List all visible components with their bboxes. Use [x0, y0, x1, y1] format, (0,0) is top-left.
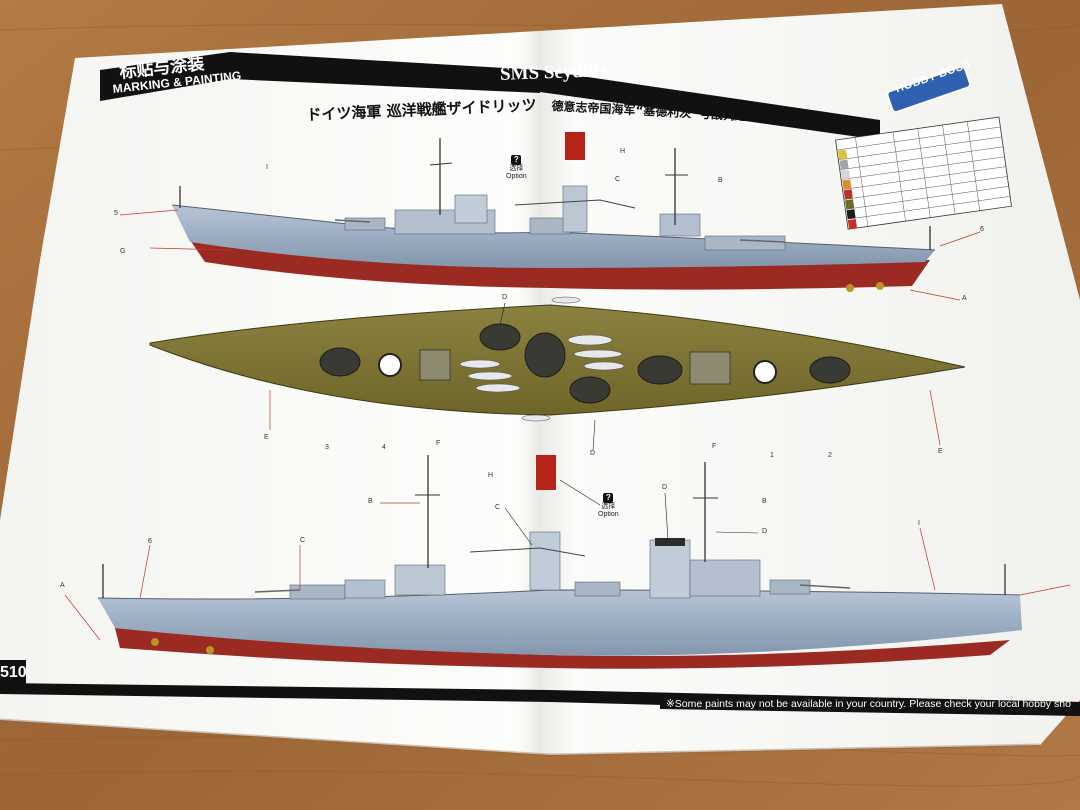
ship-name: SMS Seydlitz	[499, 60, 609, 85]
flag-bottom	[536, 455, 556, 490]
label-4: 4	[382, 444, 386, 451]
paint-swatches	[838, 149, 858, 230]
label-5: 5	[114, 210, 118, 217]
label-3: 3	[325, 444, 329, 451]
label-d-deck-bottom: D	[590, 450, 596, 457]
brand-logo	[886, 65, 971, 114]
option-callout-bottom: ? 选择 Option	[598, 493, 619, 518]
hull-red-top	[190, 240, 930, 290]
label-d: D	[662, 484, 668, 491]
paint-color-table	[835, 116, 1012, 230]
header-rule	[99, 76, 541, 101]
label-c-mid: C	[495, 504, 501, 511]
hull-grey-top	[172, 205, 935, 268]
kit-number: 510	[0, 664, 27, 681]
label-h-top: H	[620, 148, 626, 155]
paper-shadow-edge	[0, 718, 1041, 757]
hull-red-bottom	[115, 628, 1010, 669]
option-callout-top: ? 选择 Option	[506, 155, 527, 180]
label-a-top: A	[962, 295, 967, 302]
ship-profile-top	[171, 132, 936, 292]
label-b-right: B	[762, 498, 767, 505]
label-e-right: E	[938, 448, 943, 455]
label-6: 6	[148, 538, 152, 545]
hull-grey-bottom	[98, 590, 1022, 656]
paint-availability-note: ※Some paints may not be available in you…	[666, 698, 1071, 710]
label-b-top: B	[718, 177, 723, 184]
label-c-top: C	[615, 176, 621, 183]
ship-profile-bottom	[97, 455, 1022, 669]
label-1: 1	[770, 452, 774, 459]
question-icon: ?	[603, 493, 614, 503]
callout-dark-lines	[499, 302, 759, 546]
flag-top	[565, 132, 585, 160]
label-6-top: 6	[980, 226, 984, 233]
question-icon: ?	[511, 155, 522, 165]
label-h: H	[488, 472, 494, 479]
label-c: C	[300, 537, 306, 544]
header-band	[100, 52, 880, 140]
label-2: 2	[828, 452, 832, 459]
deck-funnels	[378, 353, 777, 384]
label-d-deck: D	[502, 294, 508, 301]
label-b: B	[368, 498, 373, 505]
callout-leader-lines	[64, 209, 1071, 641]
footer-bar	[660, 694, 1080, 716]
label-i: I	[918, 520, 920, 527]
ship-deck-plan	[149, 296, 966, 422]
label-f-right: F	[712, 443, 717, 450]
label-e: E	[264, 434, 269, 441]
label-g: G	[120, 248, 126, 255]
label-a: A	[60, 582, 65, 589]
deck-turrets	[319, 323, 851, 404]
label-i-top: I	[266, 164, 268, 171]
label-d-right: D	[762, 528, 768, 535]
page-code-box	[0, 660, 26, 688]
label-f: F	[436, 440, 441, 447]
